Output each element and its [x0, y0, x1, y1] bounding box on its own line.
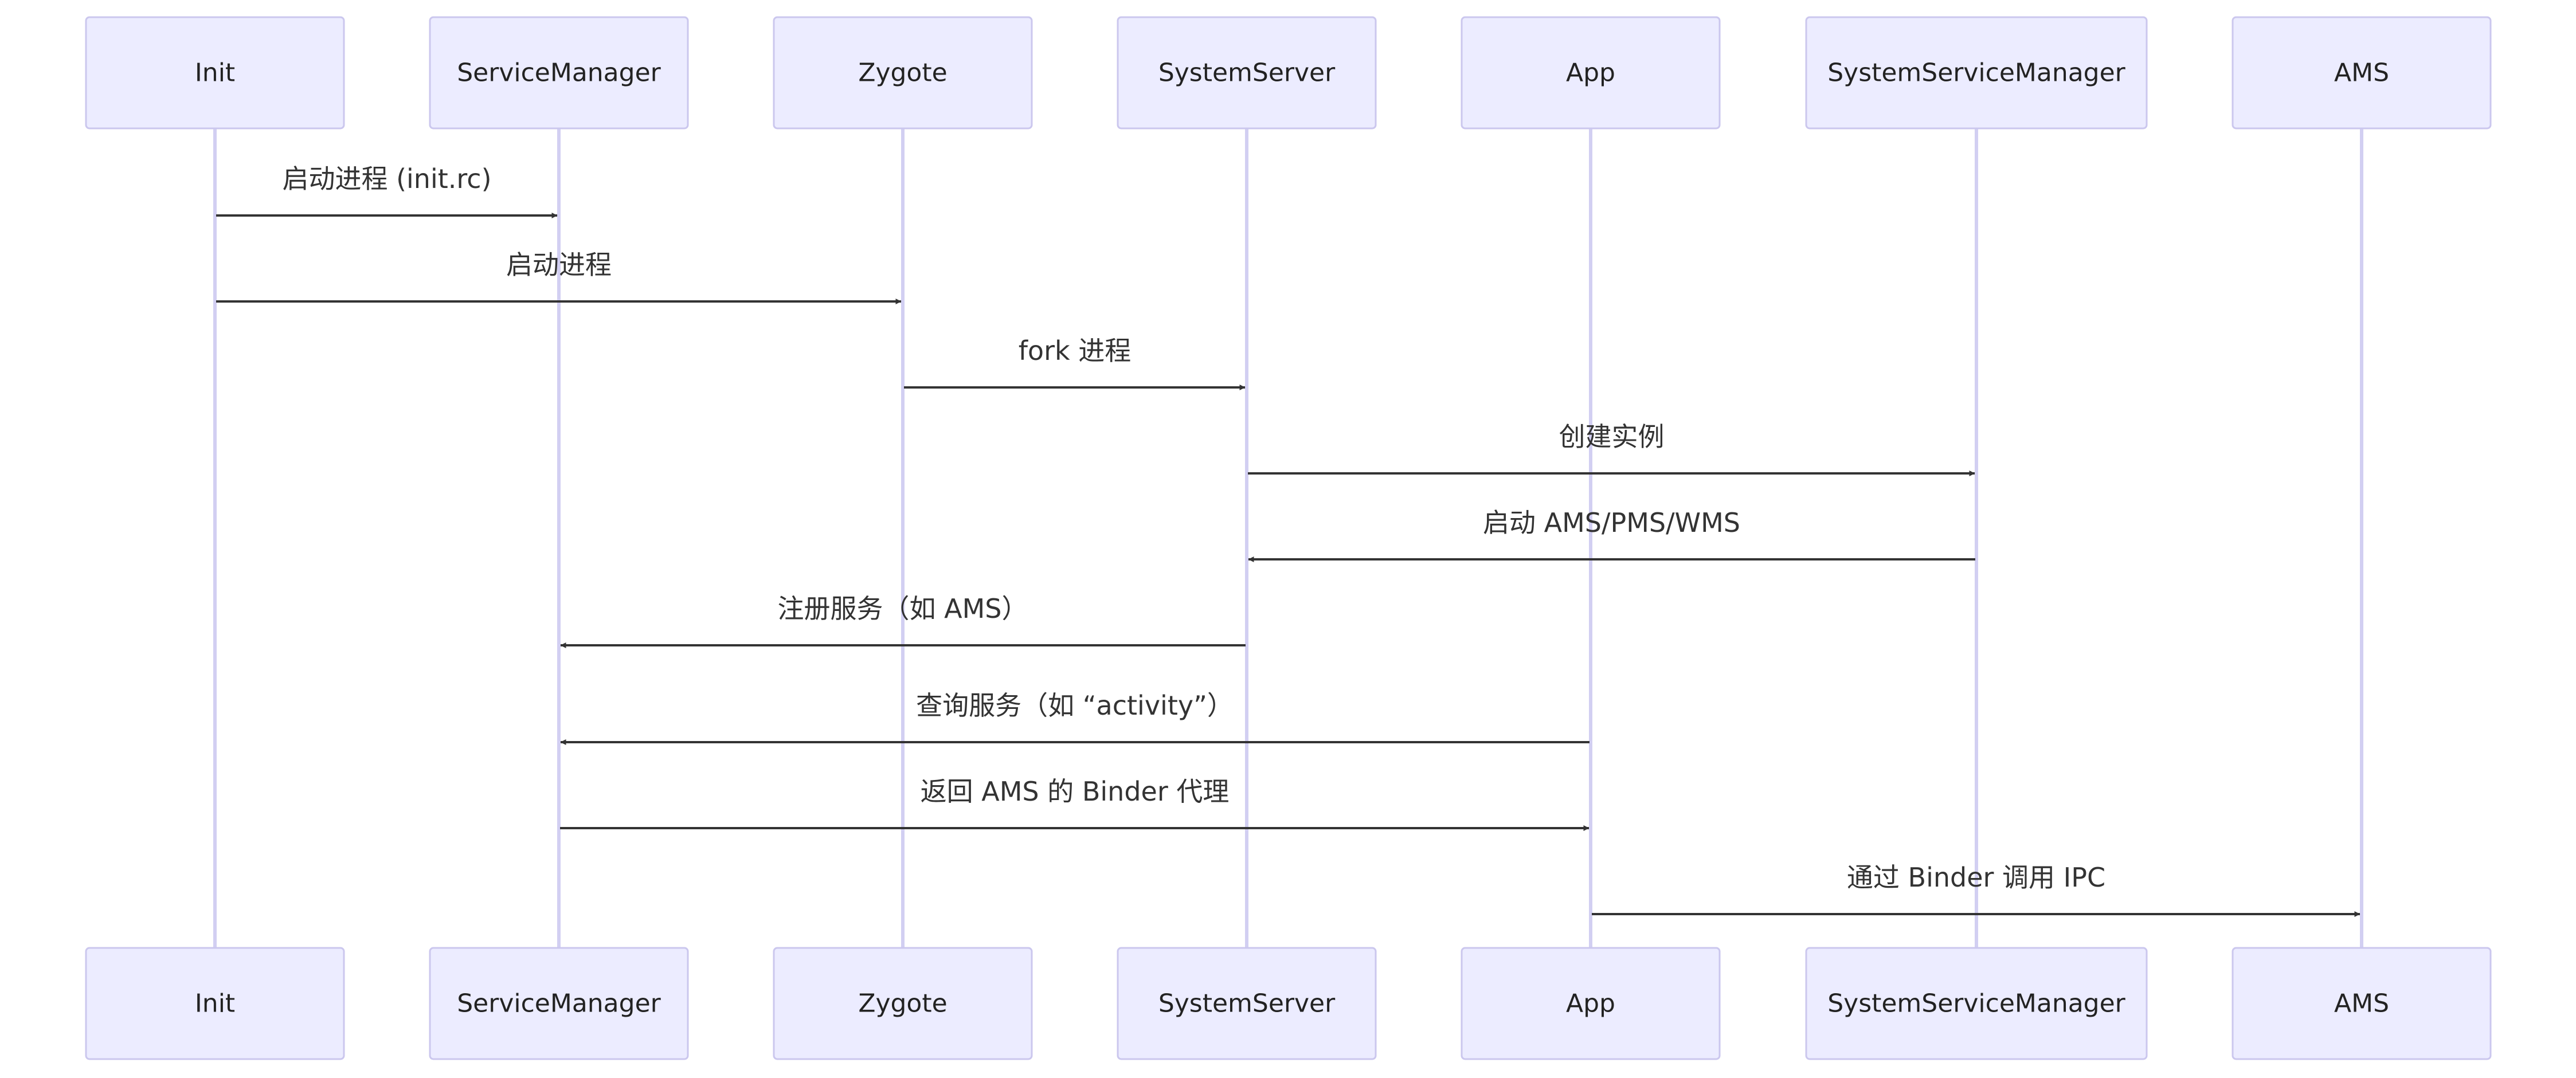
message-label: 创建实例 — [1559, 421, 1665, 452]
message-label: 通过 Binder 调用 IPC — [1847, 862, 2105, 893]
participant-label: ServiceManager — [457, 58, 661, 88]
message-4: 创建实例 — [1248, 421, 1975, 476]
participant-ams-bottom: AMS — [2232, 947, 2492, 1060]
message-label: 返回 AMS 的 Binder 代理 — [921, 776, 1230, 807]
message-label: 启动 AMS/PMS/WMS — [1483, 507, 1740, 538]
participant-label: Init — [195, 58, 235, 88]
participant-systemserver-top: SystemServer — [1117, 16, 1377, 130]
participant-label: Zygote — [858, 989, 947, 1018]
message-label: 启动进程 — [506, 249, 612, 280]
message-3: fork 进程 — [904, 335, 1246, 390]
participant-box — [85, 16, 345, 130]
participant-init-top: Init — [85, 16, 345, 130]
participant-label: Zygote — [858, 58, 947, 88]
participant-zygote-bottom: Zygote — [773, 947, 1033, 1060]
participant-box — [1805, 947, 2148, 1060]
participant-label: App — [1566, 58, 1615, 88]
message-5: 启动 AMS/PMS/WMS — [1248, 507, 1975, 562]
participant-box — [2232, 947, 2492, 1060]
participant-box — [429, 16, 689, 130]
participant-box — [773, 947, 1033, 1060]
participant-label: SystemServiceManager — [1827, 989, 2125, 1018]
participant-label: SystemServer — [1158, 58, 1336, 88]
participant-box — [1461, 947, 1721, 1060]
participant-ams-top: AMS — [2232, 16, 2492, 130]
message-label: 启动进程 (init.rc) — [282, 163, 491, 194]
participant-label: AMS — [2334, 58, 2389, 88]
message-7: 查询服务（如 “activity”） — [560, 690, 1590, 745]
participant-label: AMS — [2334, 989, 2389, 1018]
participant-label: SystemServer — [1158, 989, 1336, 1018]
message-8: 返回 AMS 的 Binder 代理 — [560, 776, 1590, 831]
participant-box — [1117, 16, 1377, 130]
participant-box — [773, 16, 1033, 130]
lifelines — [213, 128, 2363, 948]
participant-app-top: App — [1461, 16, 1721, 130]
participant-label: Init — [195, 989, 235, 1018]
participant-box — [1461, 16, 1721, 130]
message-6: 注册服务（如 AMS） — [560, 593, 1246, 648]
message-label: fork 进程 — [1019, 335, 1132, 366]
message-label: 查询服务（如 “activity”） — [916, 690, 1234, 721]
participant-box — [2232, 16, 2492, 130]
participant-label: ServiceManager — [457, 989, 661, 1018]
participant-label: App — [1566, 989, 1615, 1018]
participant-box — [1805, 16, 2148, 130]
participant-systemserver-bottom: SystemServer — [1117, 947, 1377, 1060]
message-2: 启动进程 — [216, 249, 902, 304]
message-label: 注册服务（如 AMS） — [778, 593, 1028, 624]
participant-label: SystemServiceManager — [1827, 58, 2125, 88]
participant-box — [85, 947, 345, 1060]
participant-app-bottom: App — [1461, 947, 1721, 1060]
participant-servicemanager-bottom: ServiceManager — [429, 947, 689, 1060]
participant-box — [429, 947, 689, 1060]
participant-zygote-top: Zygote — [773, 16, 1033, 130]
participant-servicemanager-top: ServiceManager — [429, 16, 689, 130]
message-1: 启动进程 (init.rc) — [216, 163, 558, 218]
participant-init-bottom: Init — [85, 947, 345, 1060]
participants: InitInitServiceManagerServiceManagerZygo… — [85, 16, 2492, 1060]
participant-systemservicemanager-bottom: SystemServiceManager — [1805, 947, 2148, 1060]
participant-box — [1117, 947, 1377, 1060]
participant-systemservicemanager-top: SystemServiceManager — [1805, 16, 2148, 130]
message-9: 通过 Binder 调用 IPC — [1592, 862, 2360, 917]
